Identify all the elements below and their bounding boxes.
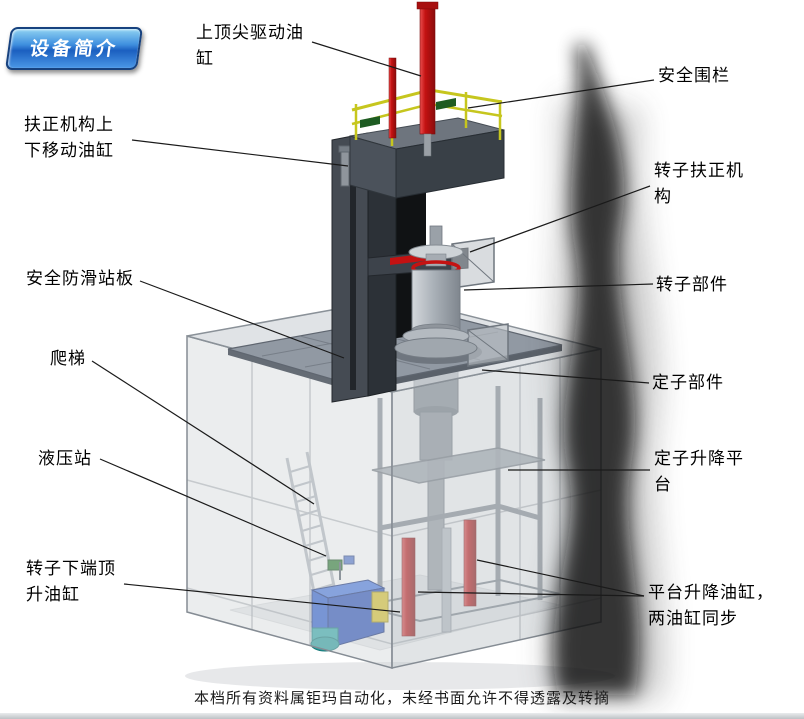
label-rotor-part: 转子部件 xyxy=(656,275,728,294)
leader-rotor-jack xyxy=(123,583,401,613)
label-stator-lift-platform: 定子升降平 台 xyxy=(654,449,744,494)
ground-shadow xyxy=(185,662,615,690)
label-hydraulic-station: 液压站 xyxy=(38,449,92,468)
leader-ladder xyxy=(91,360,315,505)
leader-platform-cyl-b xyxy=(417,591,645,597)
leader-rotor-part xyxy=(463,283,654,291)
leader-stator-part xyxy=(481,369,650,384)
leader-rotor-centering xyxy=(469,185,651,253)
leader-safety-fence xyxy=(467,79,655,109)
fence-pads xyxy=(360,98,456,128)
rotor-part-graphic xyxy=(394,225,478,359)
top-driving-cylinder-graphic xyxy=(388,1,439,157)
smoke-smudge xyxy=(547,45,663,700)
label-top-cylinder: 上顶尖驱动油 缸 xyxy=(196,23,304,68)
title-badge: 设备简介 xyxy=(4,27,144,70)
confidentiality-note: 本档所有资料属钜玛自动化，未经书面允许不得透露及转摘 xyxy=(193,690,610,707)
label-rotor-bottom-jack: 转子下端顶 升油缸 xyxy=(26,559,116,604)
leader-anti-slip xyxy=(139,280,345,359)
leader-centering-updown xyxy=(131,139,349,167)
leader-hydraulic xyxy=(99,458,327,557)
bottom-strip xyxy=(0,713,804,719)
hydraulic-station-graphic xyxy=(310,555,389,652)
label-ladder: 爬梯 xyxy=(50,349,86,368)
leader-lines xyxy=(91,41,655,613)
leader-top-cylinder xyxy=(311,41,422,77)
leader-platform-cyl-a xyxy=(476,559,645,597)
label-stator-part: 定子部件 xyxy=(652,373,724,392)
label-safety-fence: 安全围栏 xyxy=(658,66,730,85)
label-anti-slip-plate: 安全防滑站板 xyxy=(26,269,134,288)
label-rotor-centering: 转子扶正机 构 xyxy=(654,161,744,206)
label-centering-updown-cylinder: 扶正机构上 下移动油缸 xyxy=(24,115,114,160)
label-platform-lift-cylinders: 平台升降油缸， 两油缸同步 xyxy=(648,583,774,628)
